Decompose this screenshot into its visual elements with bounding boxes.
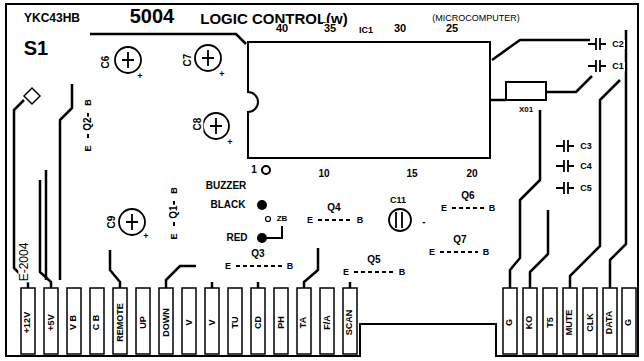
silkscreen-label: Q3 [250,249,265,259]
silkscreen-label: Q6 [460,191,475,201]
silkscreen-label: E [428,248,436,257]
silkscreen-label: 25 [445,23,459,34]
pin-label: +5V [46,313,55,331]
silkscreen-label: Q4 [326,203,341,213]
silkscreen-label: 5004 [129,6,176,26]
pin-label: V B [69,313,78,330]
pin-label: CLK [586,312,595,333]
board-outline [6,4,638,356]
silkscreen-label: + [226,138,233,147]
silkscreen-label: E [440,204,448,213]
silkscreen-label: ZB [276,215,289,223]
silkscreen-label: E-2004 [18,242,30,283]
ceramic-capacitors [556,38,606,194]
silkscreen-label: B [84,98,93,107]
transistor-pads [88,112,484,272]
pin-label: C B [93,313,102,331]
silkscreen-label: 20 [465,169,478,179]
crystal-outline [506,82,546,100]
silkscreen-label: YKC43HB [23,12,81,24]
silkscreen-label: IC1 [358,26,374,35]
silkscreen-label: Q1 [169,204,179,219]
silkscreen-label: C5 [579,184,593,193]
silkscreen-label: C9 [107,215,117,230]
silkscreen-label: - [421,217,426,227]
silkscreen-label: + [142,232,149,241]
silkscreen-label: BUZZER [205,181,248,191]
pin-label: T5 [545,316,554,329]
pin-label: KO [526,314,535,330]
pin-label: SCAN [345,308,354,336]
edge-connector-pads [21,288,636,354]
fiducial-diamond [24,88,40,104]
silkscreen-label: Q7 [452,235,467,245]
pin-label: TA [300,315,309,328]
pin-label: UP [138,315,147,330]
silkscreen-label: + [136,72,143,81]
silkscreen-label: E [83,144,92,152]
silkscreen-label: C11 [389,196,407,205]
silkscreen-label: C7 [183,53,193,68]
silkscreen-label: Q2 [83,116,93,131]
silkscreen-label: BLACK [210,200,247,210]
silkscreen-label: Q5 [366,255,381,265]
silkscreen-label: 1 [250,165,258,175]
copper-traces [14,30,626,288]
silkscreen-label: S1 [23,38,49,58]
pin-label: TU [231,315,240,329]
pin-label: CD [254,315,263,330]
silkscreen-label: (MICROCOMPUTER) [431,14,521,23]
silkscreen-label: B [286,262,295,271]
silkscreen-label: X01 [518,106,534,114]
electrolytic-capacitors [115,45,411,235]
silkscreen-label: B [398,268,407,277]
silkscreen-label: E [169,232,178,240]
silkscreen-label: C3 [579,142,593,151]
silkscreen-label: B [170,186,179,195]
pin-label: DATA [605,309,614,335]
silkscreen-label: B [356,216,365,225]
silkscreen-label: E [224,262,232,271]
pin-label: +12V [24,310,33,333]
silkscreen-label: E [306,216,314,225]
silkscreen-label: C8 [193,117,203,132]
pin-label: F/A [323,314,332,331]
silkscreen-label: 10 [317,169,330,179]
silkscreen-label: B [488,204,497,213]
pin-label: MUTE [566,308,575,336]
pin-label: V [207,318,216,326]
silkscreen-label: E [342,268,350,277]
silkscreen-label: 15 [405,169,418,179]
ic-outline [248,42,490,174]
silkscreen-label: C1 [611,62,625,71]
silkscreen-label: RED [225,233,248,243]
pin-label: G [505,317,514,326]
pin-label: G [624,317,633,326]
silkscreen-label: 30 [393,23,407,34]
silkscreen-label: 40 [275,23,289,34]
pin-label: REMOTE [115,302,124,343]
silkscreen-label: C2 [611,40,625,49]
pin-label: V [184,318,193,326]
pin-label: DOWN [162,307,171,338]
silkscreen-label: 35 [323,23,337,34]
silkscreen-label: C6 [101,55,111,70]
silkscreen-label: B [482,248,491,257]
pin-label: PH [276,315,285,330]
silkscreen-label: + [218,70,225,79]
silkscreen-label: C4 [579,162,593,171]
